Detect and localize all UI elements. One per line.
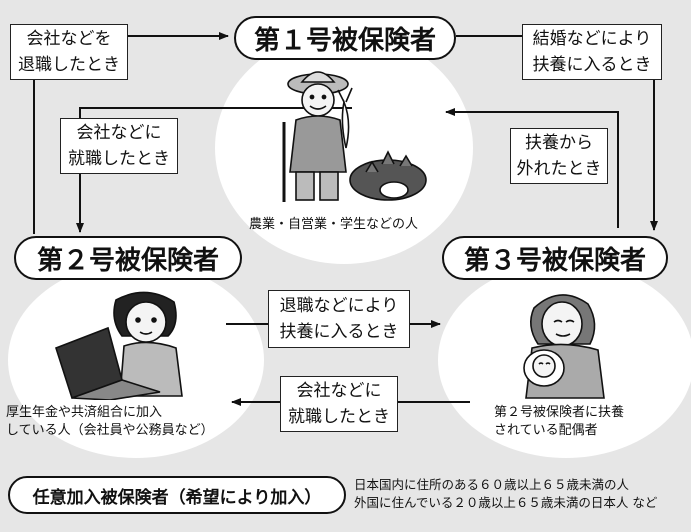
office-worker-illustration <box>55 291 183 400</box>
label-line: 扶養に入るとき <box>279 322 399 342</box>
voluntary-insured-description: 日本国内に住所のある６０歳以上６５歳未満の人 外国に住んでいる２０歳以上６５歳未… <box>354 476 657 512</box>
label-line: 会社などに <box>296 381 382 401</box>
farmer-illustration <box>282 71 427 202</box>
description-line: 第２号被保険者に扶養 <box>494 405 625 420</box>
label-leave-company: 会社などを 退職したとき <box>10 24 128 80</box>
first-insured-description: 農業・自営業・学生などの人 <box>249 217 419 232</box>
label-retire-dependency: 退職などにより 扶養に入るとき <box>268 290 410 348</box>
label-line: 扶養から <box>525 133 593 153</box>
label-line: 就職したとき <box>288 407 390 427</box>
label-line: 会社などを <box>26 29 112 49</box>
label-line: 退職したとき <box>18 55 120 75</box>
second-insured-title: 第２号被保険者 <box>14 236 242 280</box>
first-insured-title: 第１号被保険者 <box>234 16 456 60</box>
description-line: 外国に住んでいる２０歳以上６５歳未満の日本人 など <box>354 495 658 510</box>
description-line: されている配偶者 <box>494 423 598 438</box>
description-line: している人（会社員や公務員など） <box>6 423 214 438</box>
flow-third-to-first <box>445 108 619 228</box>
voluntary-insured-title: 任意加入被保険者（希望により加入） <box>8 476 346 514</box>
label-leave-dependency: 扶養から 外れたとき <box>510 128 608 184</box>
label-line: 会社などに <box>76 123 162 143</box>
third-insured-description: 第２号被保険者に扶養 されている配偶者 <box>494 404 624 440</box>
description-line: 日本国内に住所のある６０歳以上６５歳未満の人 <box>354 477 630 492</box>
label-join-company-bottom: 会社などに 就職したとき <box>280 376 398 432</box>
second-insured-description: 厚生年金や共済組合に加入 している人（会社員や公務員など） <box>6 404 214 440</box>
label-join-company-top: 会社などに 就職したとき <box>60 118 178 174</box>
third-insured-title: 第３号被保険者 <box>442 236 668 280</box>
spouse-with-baby-illustration <box>523 294 605 399</box>
label-line: 外れたとき <box>516 159 602 179</box>
label-line: 扶養に入るとき <box>532 55 652 75</box>
label-line: 結婚などにより <box>532 29 652 49</box>
description-line: 厚生年金や共済組合に加入 <box>6 405 163 420</box>
flow-first-to-second <box>76 107 352 233</box>
label-line: 就職したとき <box>68 149 170 169</box>
label-line: 退職などにより <box>279 296 399 316</box>
label-marriage: 結婚などにより 扶養に入るとき <box>522 24 662 80</box>
